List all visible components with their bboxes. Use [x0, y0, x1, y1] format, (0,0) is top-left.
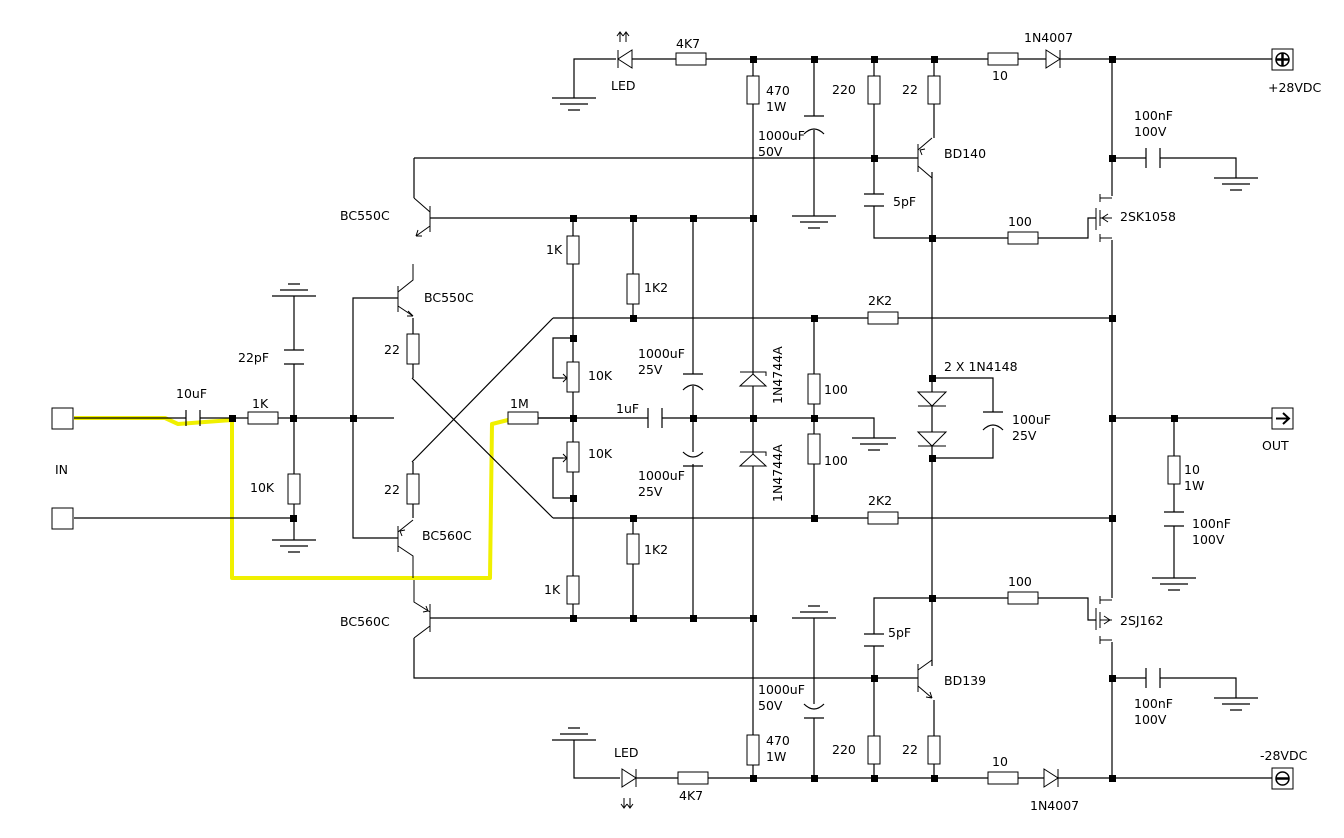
c-bias-value: 100uF: [1012, 412, 1051, 427]
mosfet-2sk1058: [1095, 194, 1112, 242]
vneg-label: -28VDC: [1260, 748, 1308, 763]
r-fb-label: 1M: [510, 396, 529, 411]
c-supply-bottom-value: 1000uF: [758, 682, 805, 697]
r-2k2-bottom-label: 2K2: [868, 493, 892, 508]
led-top-label: LED: [611, 78, 636, 93]
c-5p-top-label: 5pF: [893, 194, 916, 209]
r-gate-top-label: 100: [1008, 214, 1032, 229]
r-gate-bottom-label: 100: [1008, 574, 1032, 589]
c-decoup-top-voltage: 100V: [1134, 124, 1167, 139]
r-zener-top-power: 1W: [766, 99, 786, 114]
pot-top-label: 10K: [588, 368, 613, 383]
vpos-label: +28VDC: [1268, 80, 1322, 95]
c-22p-label: 22pF: [238, 350, 269, 365]
c-zobel-value: 100nF: [1192, 516, 1231, 531]
r-1k2-bottom-label: 1K2: [644, 542, 668, 557]
terminal-vneg: [1271, 767, 1294, 790]
diodes: [616, 31, 1061, 809]
c-in-label: 10uF: [176, 386, 207, 401]
transistor-bc560c-input: [413, 580, 431, 639]
bc550c-input-label: BC550C: [340, 208, 390, 223]
c-mid-top-value: 1000uF: [638, 346, 685, 361]
r-zener-top-value: 470: [766, 83, 790, 98]
led-bottom-label: LED: [614, 745, 639, 760]
r-led-top-label: 4K7: [676, 36, 700, 51]
r-mid-top-label: 100: [824, 382, 848, 397]
pot-bottom-label: 10K: [588, 446, 613, 461]
r-emit-top-label: 22: [384, 342, 400, 357]
r-mid-bottom-label: 100: [824, 453, 848, 468]
c-zobel-voltage: 100V: [1192, 532, 1225, 547]
transistor-bd140: [917, 137, 933, 179]
component-labels: LED LED 4K7 4K7 1N4007 1N4007 10 10 +28V…: [55, 30, 1322, 813]
junction-dots: [229, 56, 1178, 782]
r-led-bottom-label: 4K7: [679, 788, 703, 803]
transistor-bc550c-input: [413, 197, 431, 237]
bias-diodes-label: 2 X 1N4148: [944, 359, 1018, 374]
capacitors: [185, 115, 1184, 719]
c-5p-bottom-label: 5pF: [888, 625, 911, 640]
c-decoup-bottom-value: 100nF: [1134, 696, 1173, 711]
bc560c-mirror-label: BC560C: [422, 528, 472, 543]
r-2k2-top-label: 2K2: [868, 293, 892, 308]
r-shunt-label: 10K: [250, 480, 275, 495]
transistor-bd139: [917, 659, 933, 699]
out-label: OUT: [1262, 438, 1289, 453]
c-1u-label: 1uF: [616, 401, 639, 416]
terminal-out: [1271, 407, 1294, 430]
r-zener-bottom-power: 1W: [766, 749, 786, 764]
c-decoup-bottom-voltage: 100V: [1134, 712, 1167, 727]
c-supply-bottom-voltage: 50V: [758, 698, 783, 713]
c-supply-top-value: 1000uF: [758, 128, 805, 143]
diode-rect-bottom-label: 1N4007: [1030, 798, 1079, 813]
resistors: [247, 52, 1181, 785]
c-mid-bottom-voltage: 25V: [638, 484, 663, 499]
bc560c-input-label: BC560C: [340, 614, 390, 629]
in-label: IN: [55, 462, 68, 477]
terminal-in: [51, 407, 74, 430]
r-zobel-value: 10: [1184, 462, 1200, 477]
highlighted-input-trace: [74, 416, 509, 580]
r-1k-bottom-label: 1K: [544, 582, 561, 597]
r-1k2-top-label: 1K2: [644, 280, 668, 295]
r-220-top-label: 220: [832, 82, 856, 97]
diode-rect-top-label: 1N4007: [1024, 30, 1073, 45]
bd139-label: BD139: [944, 673, 986, 688]
c-mid-bottom-value: 1000uF: [638, 468, 685, 483]
mosfet-bottom-label: 2SJ162: [1120, 613, 1163, 628]
r-1k-top-label: 1K: [546, 242, 563, 257]
r-22-top-label: 22: [902, 82, 918, 97]
c-decoup-top-value: 100nF: [1134, 108, 1173, 123]
mosfet-top-label: 2SK1058: [1120, 209, 1176, 224]
terminal-vpos: [1271, 48, 1294, 71]
terminal-in-ground: [51, 507, 74, 530]
bc550c-mirror-label: BC550C: [424, 290, 474, 305]
r-zobel-power: 1W: [1184, 478, 1204, 493]
r-10-bottom-label: 10: [992, 754, 1008, 769]
ground-symbols: [272, 97, 1258, 741]
bd140-label: BD140: [944, 146, 986, 161]
c-supply-top-voltage: 50V: [758, 144, 783, 159]
r-10-top-label: 10: [992, 68, 1008, 83]
c-bias-voltage: 25V: [1012, 428, 1037, 443]
transistor-bc560c-mirror: [397, 519, 414, 578]
zener-top-label: 1N4744A: [770, 346, 785, 404]
transistor-bc550c-mirror: [397, 264, 414, 317]
zener-bottom-label: 1N4744A: [770, 444, 785, 502]
r-in-label: 1K: [252, 396, 269, 411]
mosfet-2sj162: [1095, 596, 1112, 644]
r-220-bottom-label: 220: [832, 742, 856, 757]
c-mid-top-voltage: 25V: [638, 362, 663, 377]
r-emit-bottom-label: 22: [384, 482, 400, 497]
r-22-bottom-label: 22: [902, 742, 918, 757]
r-zener-bottom-value: 470: [766, 733, 790, 748]
